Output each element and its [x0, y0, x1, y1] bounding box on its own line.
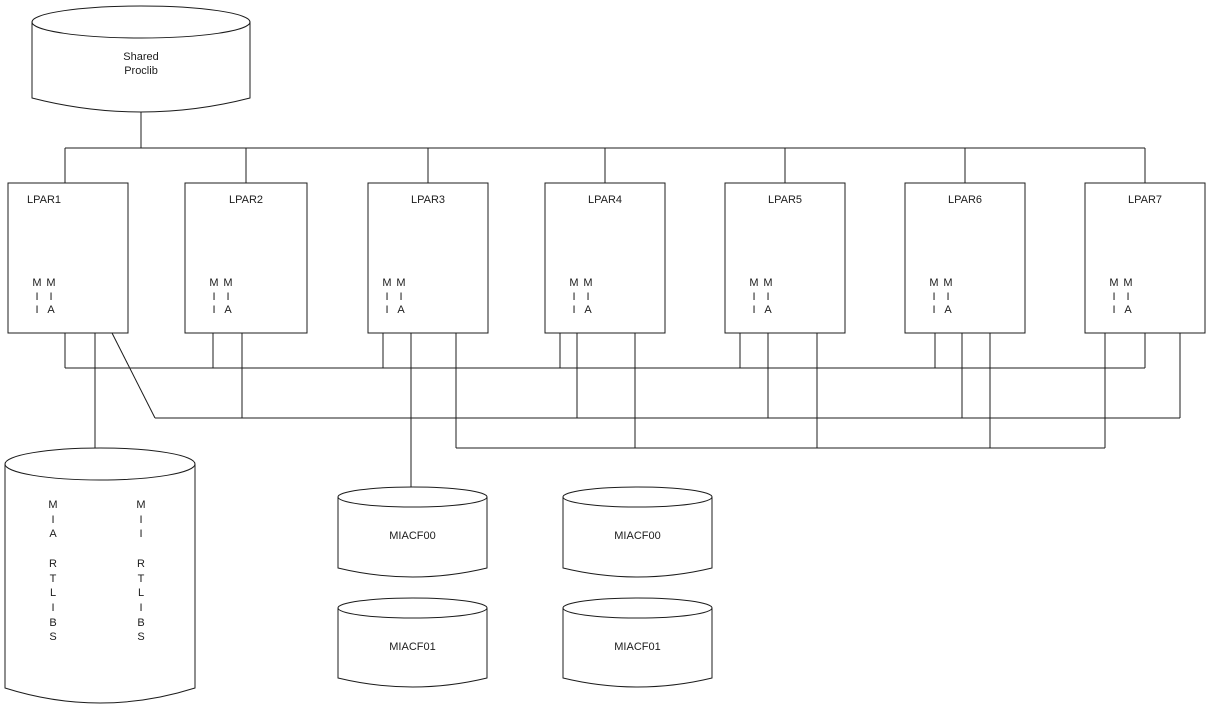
cf-cylinder-1: [337, 486, 488, 578]
cf-label-miacf00-2: MIACF00: [614, 530, 661, 542]
lpar3-label: LPAR3: [410, 194, 446, 206]
lpar4-box: [544, 182, 666, 334]
lpar7-box: [1084, 182, 1206, 334]
cf-cylinder-4-body: [562, 608, 713, 688]
lpar3-box: [367, 182, 489, 334]
cf-label-miacf01-2: MIACF01: [614, 641, 661, 653]
storage-mii-rtlibs-column: M I I R T L I B S: [136, 499, 146, 644]
lpar5-label: LPAR5: [767, 194, 803, 206]
cf-label-miacf01-1: MIACF01: [389, 641, 436, 653]
shared-proclib-cylinder: [31, 5, 251, 113]
lpar6-mii-column: M I I: [929, 277, 939, 316]
lpar5-mia-column: M I A: [763, 277, 773, 316]
cf-cylinder-2-body: [337, 608, 488, 688]
lpar1-label: LPAR1: [26, 194, 62, 206]
lpar2-box: [184, 182, 308, 334]
lpar1-mia-column: M I A: [46, 277, 56, 316]
node-shapes: [4, 5, 1206, 704]
cf-cylinder-1-body: [337, 497, 488, 578]
shared-proclib-top: [31, 5, 251, 39]
cf-cylinder-4: [562, 597, 713, 688]
lpar4-label: LPAR4: [587, 194, 623, 206]
lpar2-mii-column: M I I: [209, 277, 219, 316]
lpar3-mia-column: M I A: [396, 277, 406, 316]
lpar7-label: LPAR7: [1127, 194, 1163, 206]
storage-mia-rtlibs-column: M I A R T L I B S: [48, 499, 58, 644]
cf-label-miacf00-1: MIACF00: [389, 530, 436, 542]
cf-cylinder-2: [337, 597, 488, 688]
lpar1-box: [7, 182, 129, 334]
lpar6-label: LPAR6: [947, 194, 983, 206]
lpar5-mii-column: M I I: [749, 277, 759, 316]
cf-cylinder-1-top: [337, 486, 488, 508]
lpar4-mia-column: M I A: [583, 277, 593, 316]
lpar2-label: LPAR2: [228, 194, 264, 206]
lpar1-diagonal-link: [111, 332, 156, 419]
connector-lines: [64, 111, 1181, 495]
lpar7-mia-column: M I A: [1123, 277, 1133, 316]
cf-cylinder-3-body: [562, 497, 713, 578]
cf-cylinder-4-top: [562, 597, 713, 619]
lpar6-box: [904, 182, 1026, 334]
shared-proclib-label: Shared Proclib: [123, 51, 159, 77]
lpar1-mii-column: M I I: [32, 277, 42, 316]
lpar2-mia-column: M I A: [223, 277, 233, 316]
lpar7-mii-column: M I I: [1109, 277, 1119, 316]
lpar5-box: [724, 182, 846, 334]
lpar6-mia-column: M I A: [943, 277, 953, 316]
shared-proclib-body: [31, 22, 251, 113]
cf-cylinder-3-top: [562, 486, 713, 508]
storage-cylinder: [4, 447, 196, 704]
lpar3-mii-column: M I I: [382, 277, 392, 316]
cf-cylinder-2-top: [337, 597, 488, 619]
lpar4-mii-column: M I I: [569, 277, 579, 316]
cf-cylinder-3: [562, 486, 713, 578]
storage-cylinder-top: [4, 447, 196, 481]
storage-cylinder-body: [4, 464, 196, 704]
